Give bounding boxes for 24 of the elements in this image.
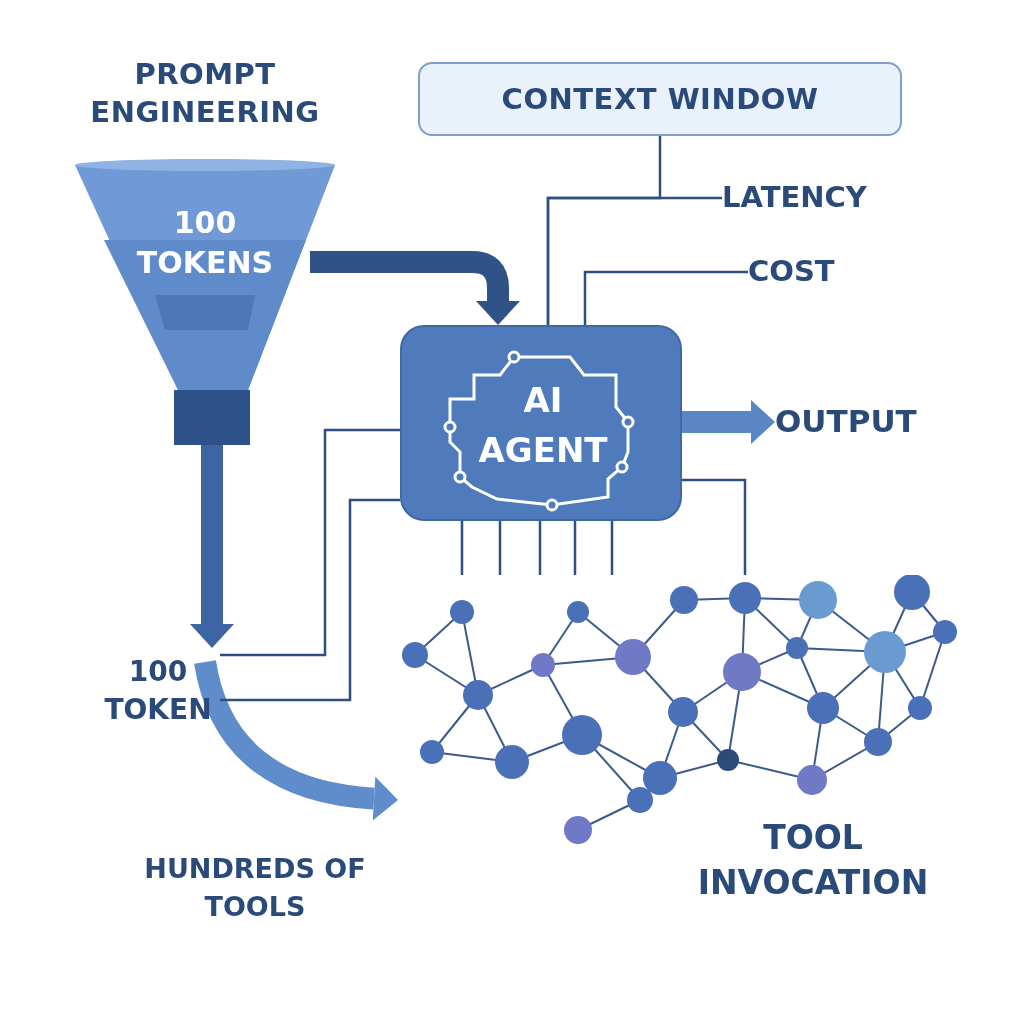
connector-line	[220, 428, 400, 657]
context-window-box: CONTEXT WINDOW	[418, 62, 902, 136]
arrow	[194, 659, 398, 821]
arrow	[310, 251, 520, 325]
connector-line	[546, 196, 722, 325]
funnel-heading: PROMPT ENGINEERING	[89, 56, 321, 131]
text-label: 100 TOKEN	[103, 654, 213, 728]
network-label: TOOL INVOCATION	[696, 817, 930, 904]
connector-line	[460, 521, 464, 575]
funnel-label: 100 TOKENS	[135, 204, 275, 282]
connector-line	[220, 498, 400, 702]
connector-line	[498, 521, 502, 575]
text-label: LATENCY	[722, 179, 868, 217]
agent-label: AI AGENT	[477, 379, 609, 472]
text-label: HUNDREDS OF TOOLS	[143, 852, 367, 924]
connector-line	[682, 478, 747, 575]
arrow	[190, 445, 234, 648]
connector-line	[538, 521, 542, 575]
connector-line	[610, 521, 614, 575]
text-label: COST	[748, 253, 836, 291]
connector-line	[583, 270, 748, 325]
text-label: OUTPUT	[775, 402, 918, 442]
arrow	[682, 400, 775, 444]
connector-line	[573, 521, 577, 575]
